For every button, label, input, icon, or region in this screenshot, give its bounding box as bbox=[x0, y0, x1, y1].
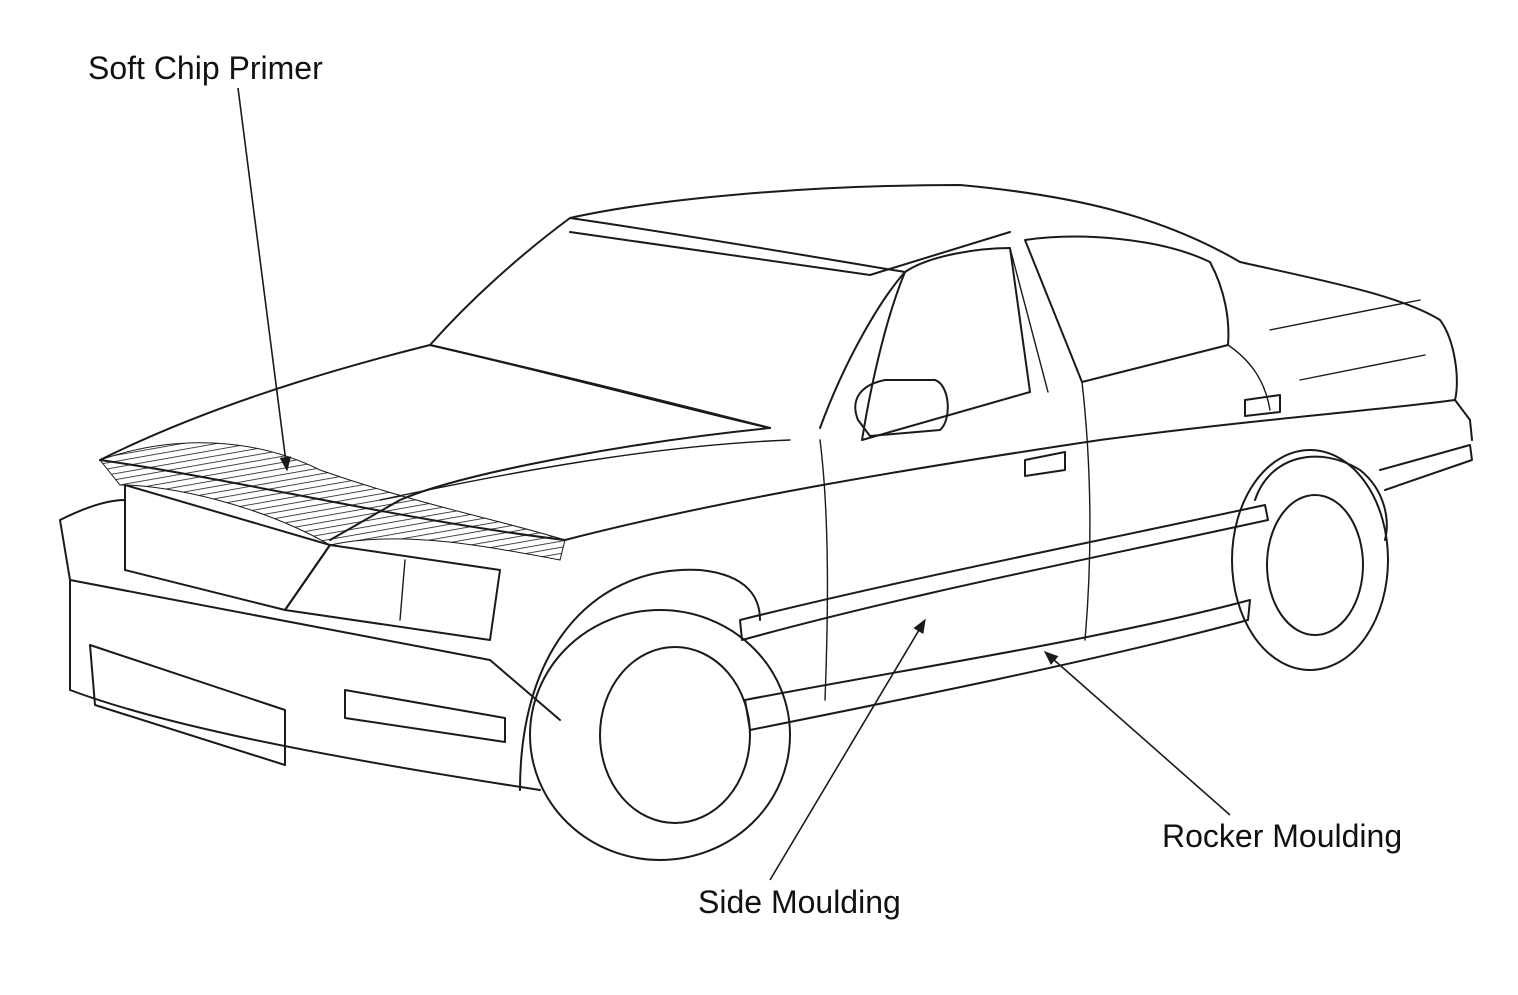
front-door-handle bbox=[1024, 451, 1066, 477]
side-mirror bbox=[854, 379, 949, 437]
rocker-moulding-label: Rocker Moulding bbox=[1162, 818, 1403, 854]
fog-light bbox=[344, 689, 506, 743]
rear-deck bbox=[1239, 261, 1473, 441]
front-wheel-rim bbox=[599, 646, 751, 824]
rear-side-line bbox=[1299, 354, 1426, 381]
rear-wheel-rim bbox=[1266, 494, 1364, 636]
a-pillar bbox=[569, 217, 906, 429]
b-pillar bbox=[1009, 247, 1049, 393]
front-wheel-tire bbox=[529, 609, 791, 861]
hood-outline bbox=[99, 344, 771, 541]
soft-chip-primer-band bbox=[99, 442, 566, 561]
rear-wheel-arch bbox=[1254, 455, 1388, 541]
side-moulding-leader bbox=[769, 618, 926, 881]
side-body-line bbox=[564, 399, 1456, 541]
lower-grille-slot bbox=[89, 644, 286, 766]
rear-door-handle bbox=[1244, 394, 1281, 417]
side-moulding-label: Side Moulding bbox=[698, 884, 901, 920]
soft-chip-primer-label: Soft Chip Primer bbox=[88, 50, 323, 86]
rear-bumper bbox=[1379, 444, 1473, 491]
front-bumper bbox=[59, 499, 561, 721]
front-door-window bbox=[861, 247, 1031, 441]
front-wheel-arch bbox=[519, 568, 761, 791]
hood-crease bbox=[379, 439, 791, 501]
c-pillar bbox=[1227, 344, 1271, 411]
rocker-moulding bbox=[744, 599, 1251, 731]
soft-chip-primer-leader bbox=[237, 87, 292, 472]
rear-door-window bbox=[1024, 235, 1230, 383]
side-moulding bbox=[739, 504, 1269, 641]
roof-outline bbox=[429, 184, 1241, 346]
rocker-moulding-leader bbox=[1043, 651, 1231, 816]
rear-deck-line bbox=[1269, 299, 1421, 331]
roof-panel-line bbox=[569, 231, 1011, 276]
bumper-lower bbox=[69, 579, 541, 791]
headlight bbox=[284, 544, 501, 641]
rear-door-seam bbox=[1081, 381, 1091, 641]
headlight-line bbox=[399, 559, 406, 621]
front-door-seam bbox=[819, 439, 829, 701]
rear-wheel-tire bbox=[1231, 449, 1389, 671]
